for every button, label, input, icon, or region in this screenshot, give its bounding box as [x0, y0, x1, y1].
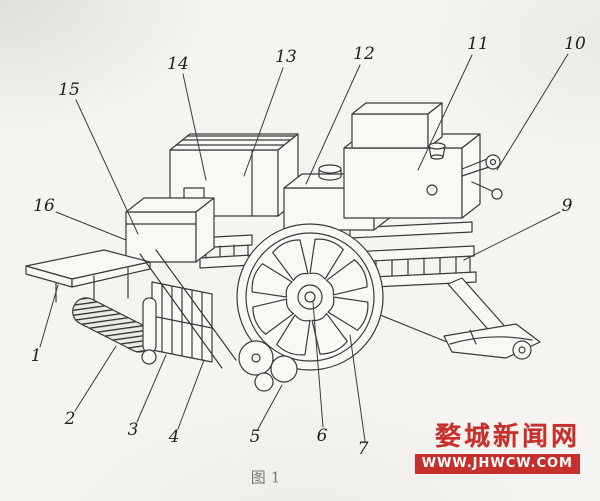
- figure-caption: 图1: [250, 468, 286, 487]
- watermark-site-name: 婺城新闻网: [434, 422, 580, 453]
- leader-line: [243, 67, 284, 177]
- support-braces: [139, 249, 237, 369]
- leader-line: [305, 64, 361, 185]
- leader-line: [136, 354, 167, 423]
- plow-wheel: [512, 340, 532, 360]
- leader-line: [177, 359, 205, 430]
- leader-line: [463, 211, 561, 261]
- leader-line: [75, 99, 139, 235]
- callout-3: 3: [127, 420, 139, 440]
- leader-line: [417, 54, 473, 171]
- chassis-frame: [195, 221, 477, 289]
- drive-wheel: [236, 223, 384, 371]
- leader-line: [55, 211, 127, 241]
- engine-box: [169, 133, 299, 217]
- callout-2: 2: [64, 409, 76, 429]
- leader-lines: [39, 53, 569, 442]
- callout-5: 5: [249, 427, 261, 447]
- left-cabinet: [125, 197, 215, 263]
- callout-1: 1: [30, 346, 42, 366]
- support-foot: [141, 297, 157, 365]
- control-cabinet: [343, 102, 503, 219]
- callout-6: 6: [316, 426, 328, 446]
- seedling-platform: [25, 249, 151, 306]
- watermark-site-url: WWW.JHWCW.COM: [414, 454, 580, 474]
- callout-9: 9: [561, 196, 573, 216]
- cabinet-top-box: [351, 102, 443, 149]
- callout-10: 10: [564, 34, 586, 54]
- tank-filler-cap: [318, 164, 342, 181]
- slat-frame: [151, 281, 213, 363]
- leader-line: [257, 384, 283, 430]
- leader-line: [496, 53, 569, 171]
- leader-line: [182, 73, 207, 181]
- callout-4: 4: [168, 427, 180, 447]
- callout-12: 12: [353, 44, 375, 64]
- callout-11: 11: [467, 34, 489, 54]
- leader-line: [74, 345, 117, 412]
- callout-13: 13: [275, 47, 297, 67]
- leader-line: [312, 301, 324, 428]
- leader-line: [39, 284, 59, 348]
- callout-14: 14: [167, 54, 189, 74]
- plow-assembly: [443, 323, 541, 360]
- site-watermark: 婺城新闻网 WWW.JHWCW.COM: [414, 422, 580, 474]
- callout-7: 7: [357, 439, 369, 459]
- ground-wheels: [238, 340, 298, 392]
- callout-16: 16: [33, 196, 55, 216]
- callout-15: 15: [58, 80, 80, 100]
- handle-assembly: [461, 154, 503, 200]
- leader-line: [349, 334, 366, 442]
